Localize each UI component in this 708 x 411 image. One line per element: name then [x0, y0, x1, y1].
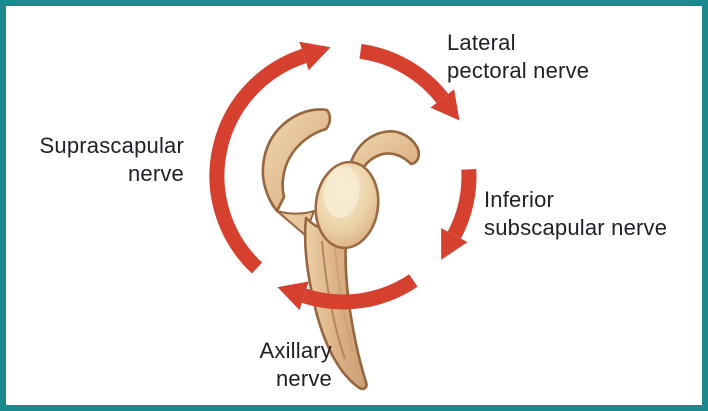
arrow-arc	[209, 48, 307, 274]
arrow-head	[277, 281, 309, 311]
nerve-cycle-diagram	[209, 41, 477, 391]
coracoid-shape	[347, 130, 421, 182]
arrow-arc	[447, 169, 477, 239]
label-line: Suprascapular	[39, 133, 184, 158]
cycle-arrow-upper-right	[359, 43, 460, 121]
label-line: Inferior	[484, 187, 555, 212]
cycle-arrow-right	[441, 169, 477, 260]
cycle-arrow-upper-left	[209, 41, 331, 274]
blade-ridge-line-2	[333, 236, 354, 353]
label-axillary-nerve: Axillary nerve	[220, 337, 332, 393]
nerve-cycle-arrows	[209, 41, 477, 311]
label-line: Lateral	[447, 30, 516, 55]
acromion-shape	[261, 108, 332, 213]
label-line: subscapular nerve	[484, 215, 668, 240]
arrow-head	[299, 41, 331, 71]
label-line: nerve	[127, 161, 184, 186]
label-inferior-subscapular-nerve: Inferior subscapular nerve	[484, 186, 667, 242]
arrow-head	[441, 228, 468, 260]
arrow-arc	[301, 274, 418, 310]
label-lateral-pectoral-nerve: Lateral pectoral nerve	[447, 29, 589, 85]
cycle-arrow-bottom	[277, 274, 418, 311]
label-line: nerve	[275, 366, 332, 391]
arrow-head	[430, 89, 460, 121]
scapula-illustration	[261, 108, 421, 391]
label-line: pectoral nerve	[447, 58, 590, 83]
label-suprascapular-nerve: Suprascapular nerve	[24, 132, 184, 188]
label-line: Axillary	[259, 338, 332, 363]
arrow-arc	[359, 43, 449, 104]
glenoid-shape	[314, 160, 380, 250]
